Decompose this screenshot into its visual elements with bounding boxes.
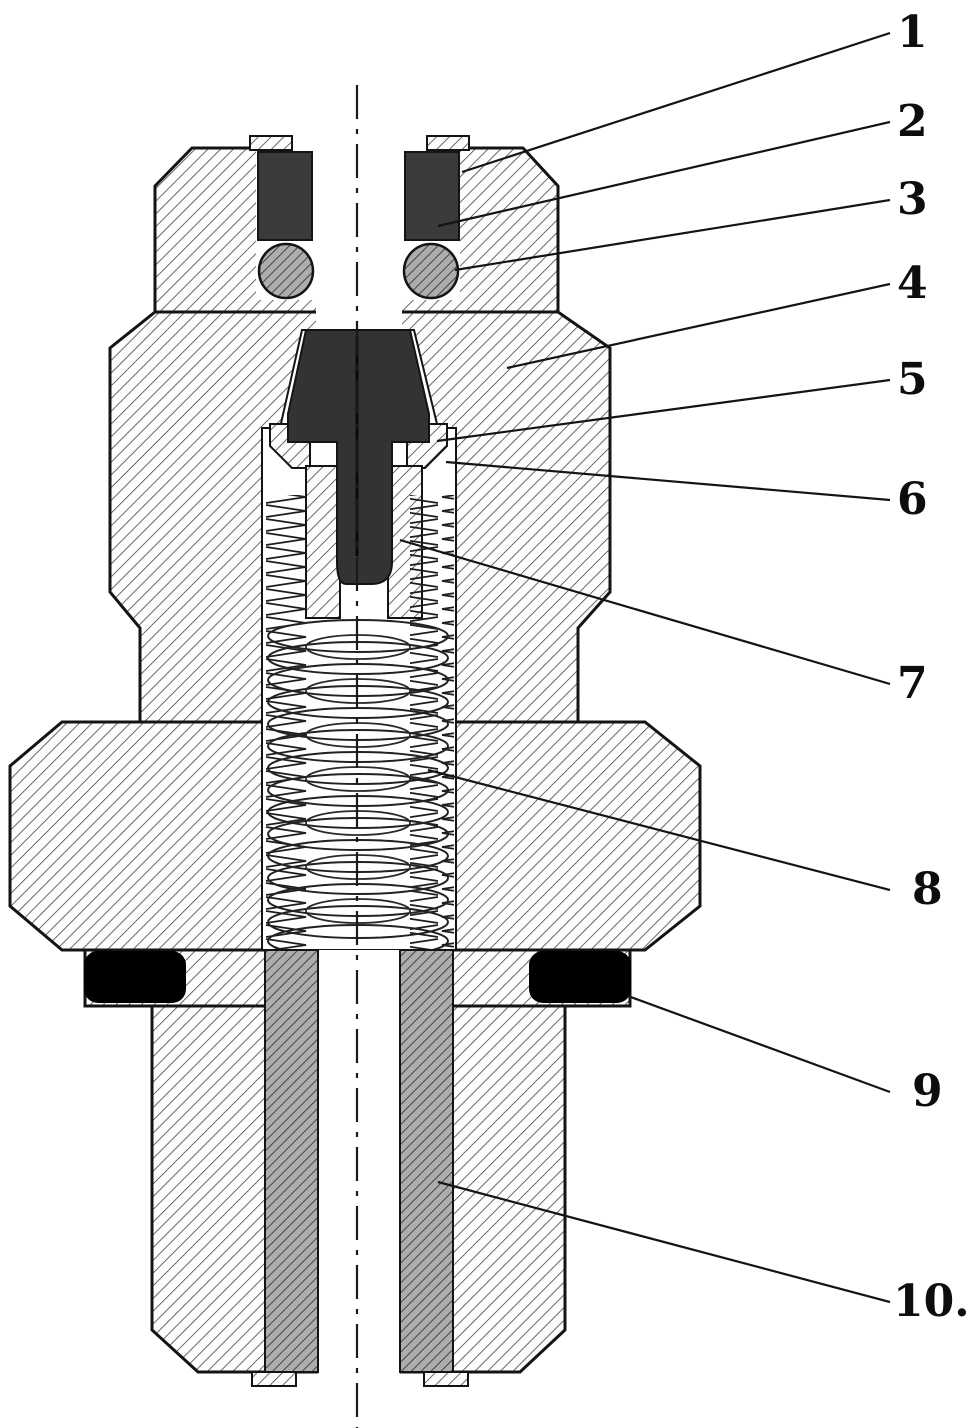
leader-line-9 — [627, 994, 891, 1094]
tube-bottom-tab-right — [423, 1371, 469, 1387]
seal-ring-left — [257, 242, 315, 300]
o-ring-right — [529, 951, 631, 1003]
o-ring-left — [84, 951, 186, 1003]
callout-label-1: 1 — [897, 7, 928, 58]
o-ring-seals — [84, 951, 631, 1003]
leader-line-7 — [399, 538, 891, 686]
leader-line-4 — [506, 282, 891, 370]
seal-sleeve-right — [404, 151, 460, 241]
leader-line-1 — [461, 31, 891, 174]
sleeve-top-tab-right — [426, 135, 470, 151]
sleeve-top-tab-left — [249, 135, 293, 151]
leader-lines — [399, 31, 891, 1304]
spring — [264, 495, 454, 958]
callout-label-4: 4 — [897, 258, 928, 309]
callout-label-5: 5 — [897, 354, 928, 405]
callout-label-8: 8 — [912, 864, 943, 915]
tube-wall-left — [264, 949, 319, 1373]
seal-ring-right — [402, 242, 460, 300]
guide-sleeve-left — [305, 465, 341, 619]
top-seal-assembly — [249, 135, 470, 300]
callout-label-10: 10. — [893, 1276, 970, 1327]
leader-line-10 — [437, 1180, 891, 1304]
callout-label-2: 2 — [897, 96, 928, 147]
callout-label-6: 6 — [897, 474, 928, 525]
seal-sleeve-left — [257, 151, 313, 241]
tube-wall-right — [399, 949, 454, 1373]
callout-label-3: 3 — [897, 174, 928, 225]
leader-line-6 — [445, 460, 891, 502]
leader-line-3 — [454, 198, 891, 272]
leader-line-5 — [436, 378, 891, 443]
tube-bottom-tab-left — [251, 1371, 297, 1387]
tube-bore — [318, 950, 400, 1386]
callout-label-9: 9 — [912, 1066, 943, 1117]
leader-line-2 — [437, 120, 891, 228]
bottom-tube — [251, 949, 469, 1387]
leader-line-8 — [427, 768, 891, 892]
callout-label-7: 7 — [897, 658, 928, 709]
